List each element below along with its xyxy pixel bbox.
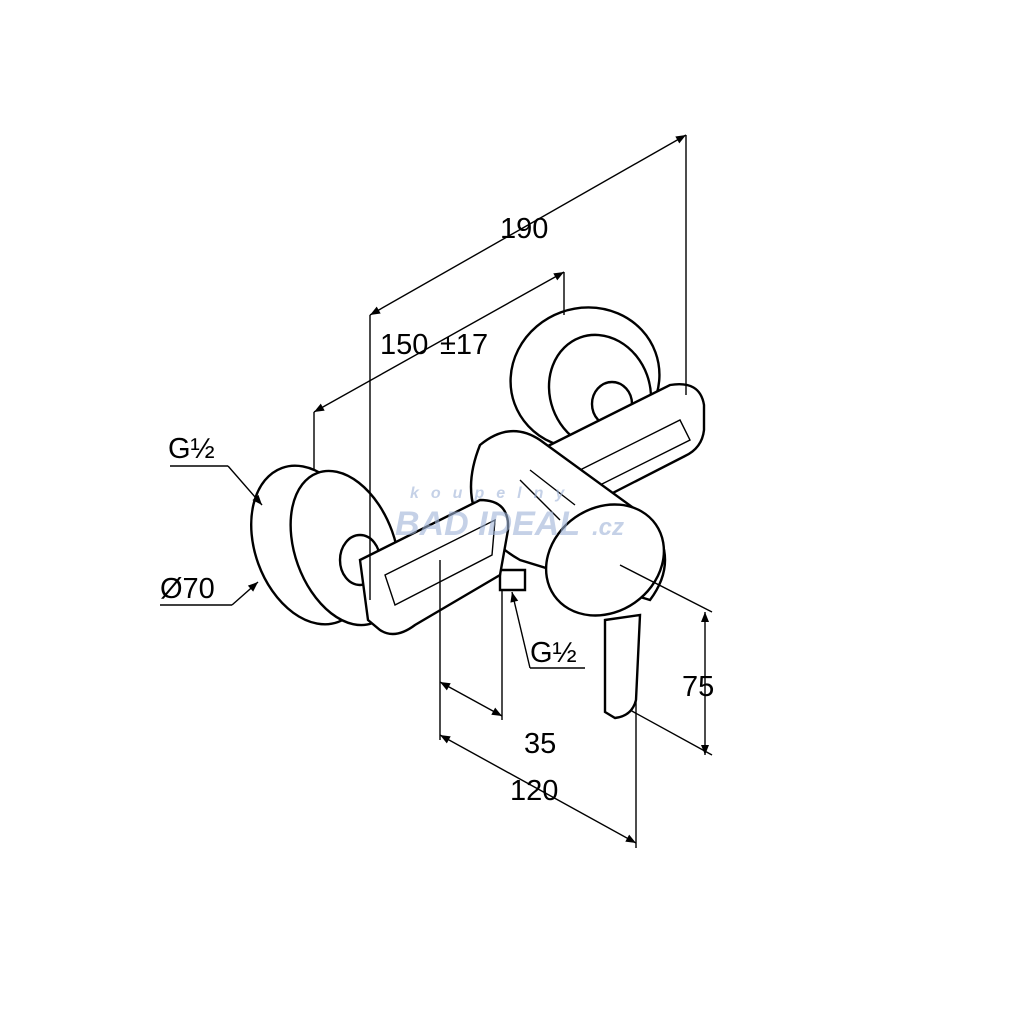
- dim-150-tolerance: ±17: [440, 329, 488, 361]
- dim-diameter-70: Ø70: [160, 573, 215, 605]
- left-lever: [358, 498, 510, 636]
- dimension-lines: [160, 134, 713, 848]
- dim-35: 35: [524, 728, 556, 760]
- dim-150: 150: [380, 329, 428, 361]
- mixer-body: [469, 429, 667, 617]
- dim-g-half-outlet: G½: [530, 637, 577, 669]
- front-lever: [603, 613, 642, 720]
- dim-75: 75: [682, 671, 714, 703]
- svg-text:.cz: .cz: [592, 514, 624, 541]
- svg-text:BAD IDEAL: BAD IDEAL: [395, 505, 580, 543]
- dim-190: 190: [500, 213, 548, 245]
- dim-g-half-left: G½: [168, 433, 215, 465]
- svg-text:koupelny: koupelny: [410, 485, 576, 502]
- dim-120: 120: [510, 775, 558, 807]
- left-rosette: [249, 464, 401, 627]
- watermark: koupelny BAD IDEAL .cz: [395, 485, 624, 543]
